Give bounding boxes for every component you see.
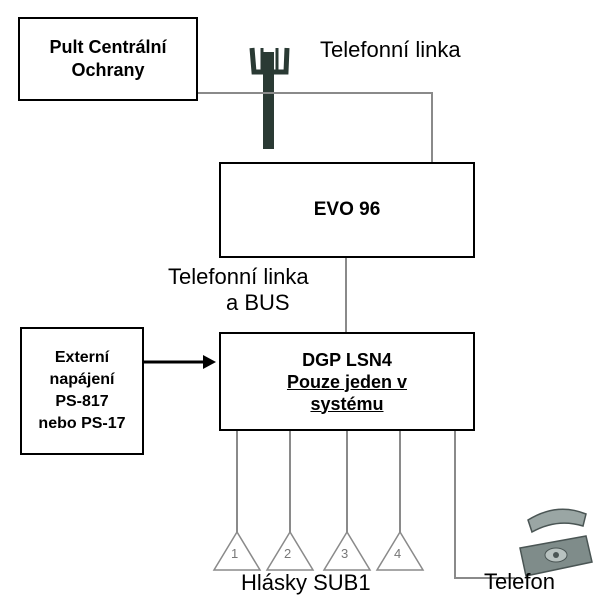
siren-2 <box>265 530 315 571</box>
dgp-box-line2: Pouze jeden v <box>286 371 408 392</box>
phone-line-label: Telefonní linka <box>320 37 461 62</box>
telephone-label: Telefon <box>484 569 555 594</box>
siren-3 <box>322 530 372 571</box>
power-box-line4: nebo PS-17 <box>38 415 126 432</box>
siren-number-3: 3 <box>341 546 349 561</box>
pco-evo-line <box>197 92 433 162</box>
phone-line-bus-label-1: Telefonní linka <box>168 264 309 289</box>
telephone-icon <box>519 508 593 577</box>
dgp-box-line1: DGP LSN4 <box>302 349 392 370</box>
dgp-box-line3: systému <box>310 393 384 414</box>
evo-box-label: EVO 96 <box>313 199 381 220</box>
evo-box: EVO 96 <box>219 162 475 258</box>
power-box-line1: Externí <box>54 349 110 366</box>
siren-4 <box>375 530 425 571</box>
pco-box: Pult Centrální Ochrany <box>18 17 198 101</box>
siren-number-4: 4 <box>394 546 402 561</box>
siren-1 <box>212 530 262 571</box>
telephone-pole-icon <box>249 47 290 149</box>
power-box: Externí napájení PS-817 nebo PS-17 <box>20 327 144 455</box>
sirens-label: Hlásky SUB1 <box>241 570 371 595</box>
siren-number-1: 1 <box>231 546 239 561</box>
power-box-line2: napájení <box>49 371 115 388</box>
pco-box-line2: Ochrany <box>71 60 145 80</box>
phone-line-bus-label-2: a BUS <box>226 290 290 315</box>
pco-box-line1: Pult Centrální <box>49 37 167 57</box>
dgp-box: DGP LSN4 Pouze jeden v systému <box>219 332 475 431</box>
power-box-line3: PS-817 <box>55 393 109 410</box>
siren-number-2: 2 <box>284 546 292 561</box>
